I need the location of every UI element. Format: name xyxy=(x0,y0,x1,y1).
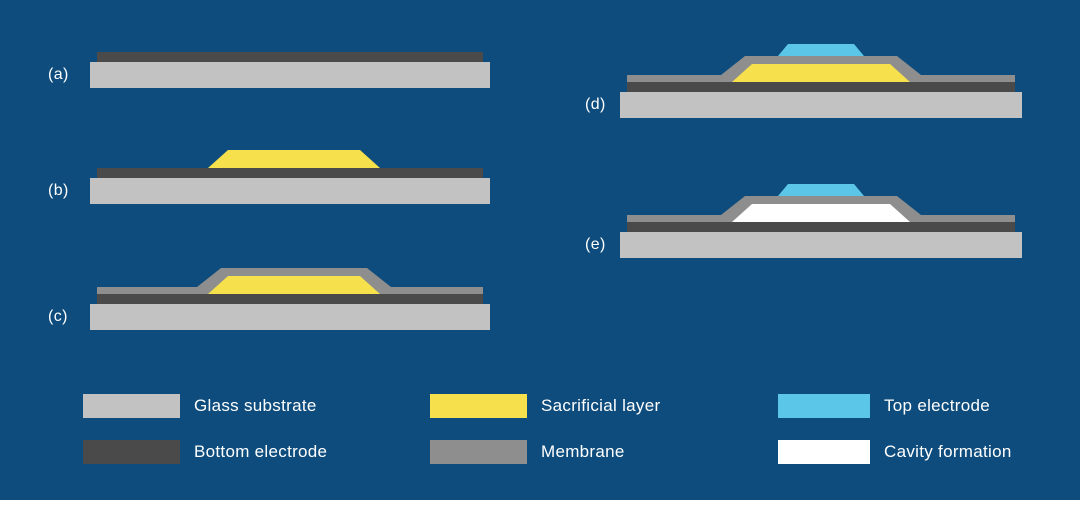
legend-item-bottom-electrode: Bottom electrode xyxy=(83,440,327,464)
step-d-stack xyxy=(620,44,1022,118)
glass-substrate-layer xyxy=(90,304,490,330)
legend-swatch-membrane xyxy=(430,440,527,464)
legend-item-cavity-formation: Cavity formation xyxy=(778,440,1012,464)
top-electrode-layer xyxy=(778,184,864,196)
step-label-b: (b) xyxy=(48,182,69,199)
bottom-electrode-layer xyxy=(97,294,483,304)
legend-item-top-electrode: Top electrode xyxy=(778,394,990,418)
legend-item-membrane: Membrane xyxy=(430,440,625,464)
sacrificial-layer xyxy=(732,64,910,82)
glass-substrate-layer xyxy=(90,62,490,88)
legend-label-membrane: Membrane xyxy=(541,442,625,461)
legend-swatch-sacrificial-layer xyxy=(430,394,527,418)
sacrificial-layer xyxy=(208,276,380,294)
step-label-a: (a) xyxy=(48,66,69,83)
step-label-c: (c) xyxy=(48,308,68,325)
bottom-electrode-layer xyxy=(97,168,483,178)
step-b-stack xyxy=(90,150,490,204)
bottom-electrode-layer xyxy=(627,222,1015,232)
top-electrode-layer xyxy=(778,44,864,56)
legend-label-sacrificial-layer: Sacrificial layer xyxy=(541,396,661,415)
glass-substrate-layer xyxy=(620,92,1022,118)
step-label-e: (e) xyxy=(585,236,606,253)
legend-label-bottom-electrode: Bottom electrode xyxy=(194,442,328,461)
bottom-electrode-layer xyxy=(627,82,1015,92)
step-label-d: (d) xyxy=(585,96,606,113)
bottom-electrode-layer xyxy=(97,52,483,62)
cavity-layer xyxy=(732,204,910,222)
glass-substrate-layer xyxy=(90,178,490,204)
sacrificial-layer xyxy=(208,150,380,168)
legend-item-sacrificial-layer: Sacrificial layer xyxy=(430,394,660,418)
legend-swatch-glass-substrate xyxy=(83,394,180,418)
legend-swatch-top-electrode xyxy=(778,394,870,418)
legend-label-top-electrode: Top electrode xyxy=(884,396,990,415)
step-a-stack xyxy=(90,52,490,88)
legend-swatch-cavity-formation xyxy=(778,440,870,464)
legend-label-cavity-formation: Cavity formation xyxy=(884,442,1012,461)
bottom-edge-bar xyxy=(0,500,1080,506)
legend-item-glass-substrate: Glass substrate xyxy=(83,394,317,418)
step-c-stack xyxy=(90,268,490,330)
glass-substrate-layer xyxy=(620,232,1022,258)
step-e-stack xyxy=(620,184,1022,258)
legend-swatch-bottom-electrode xyxy=(83,440,180,464)
legend-label-glass-substrate: Glass substrate xyxy=(194,396,317,415)
